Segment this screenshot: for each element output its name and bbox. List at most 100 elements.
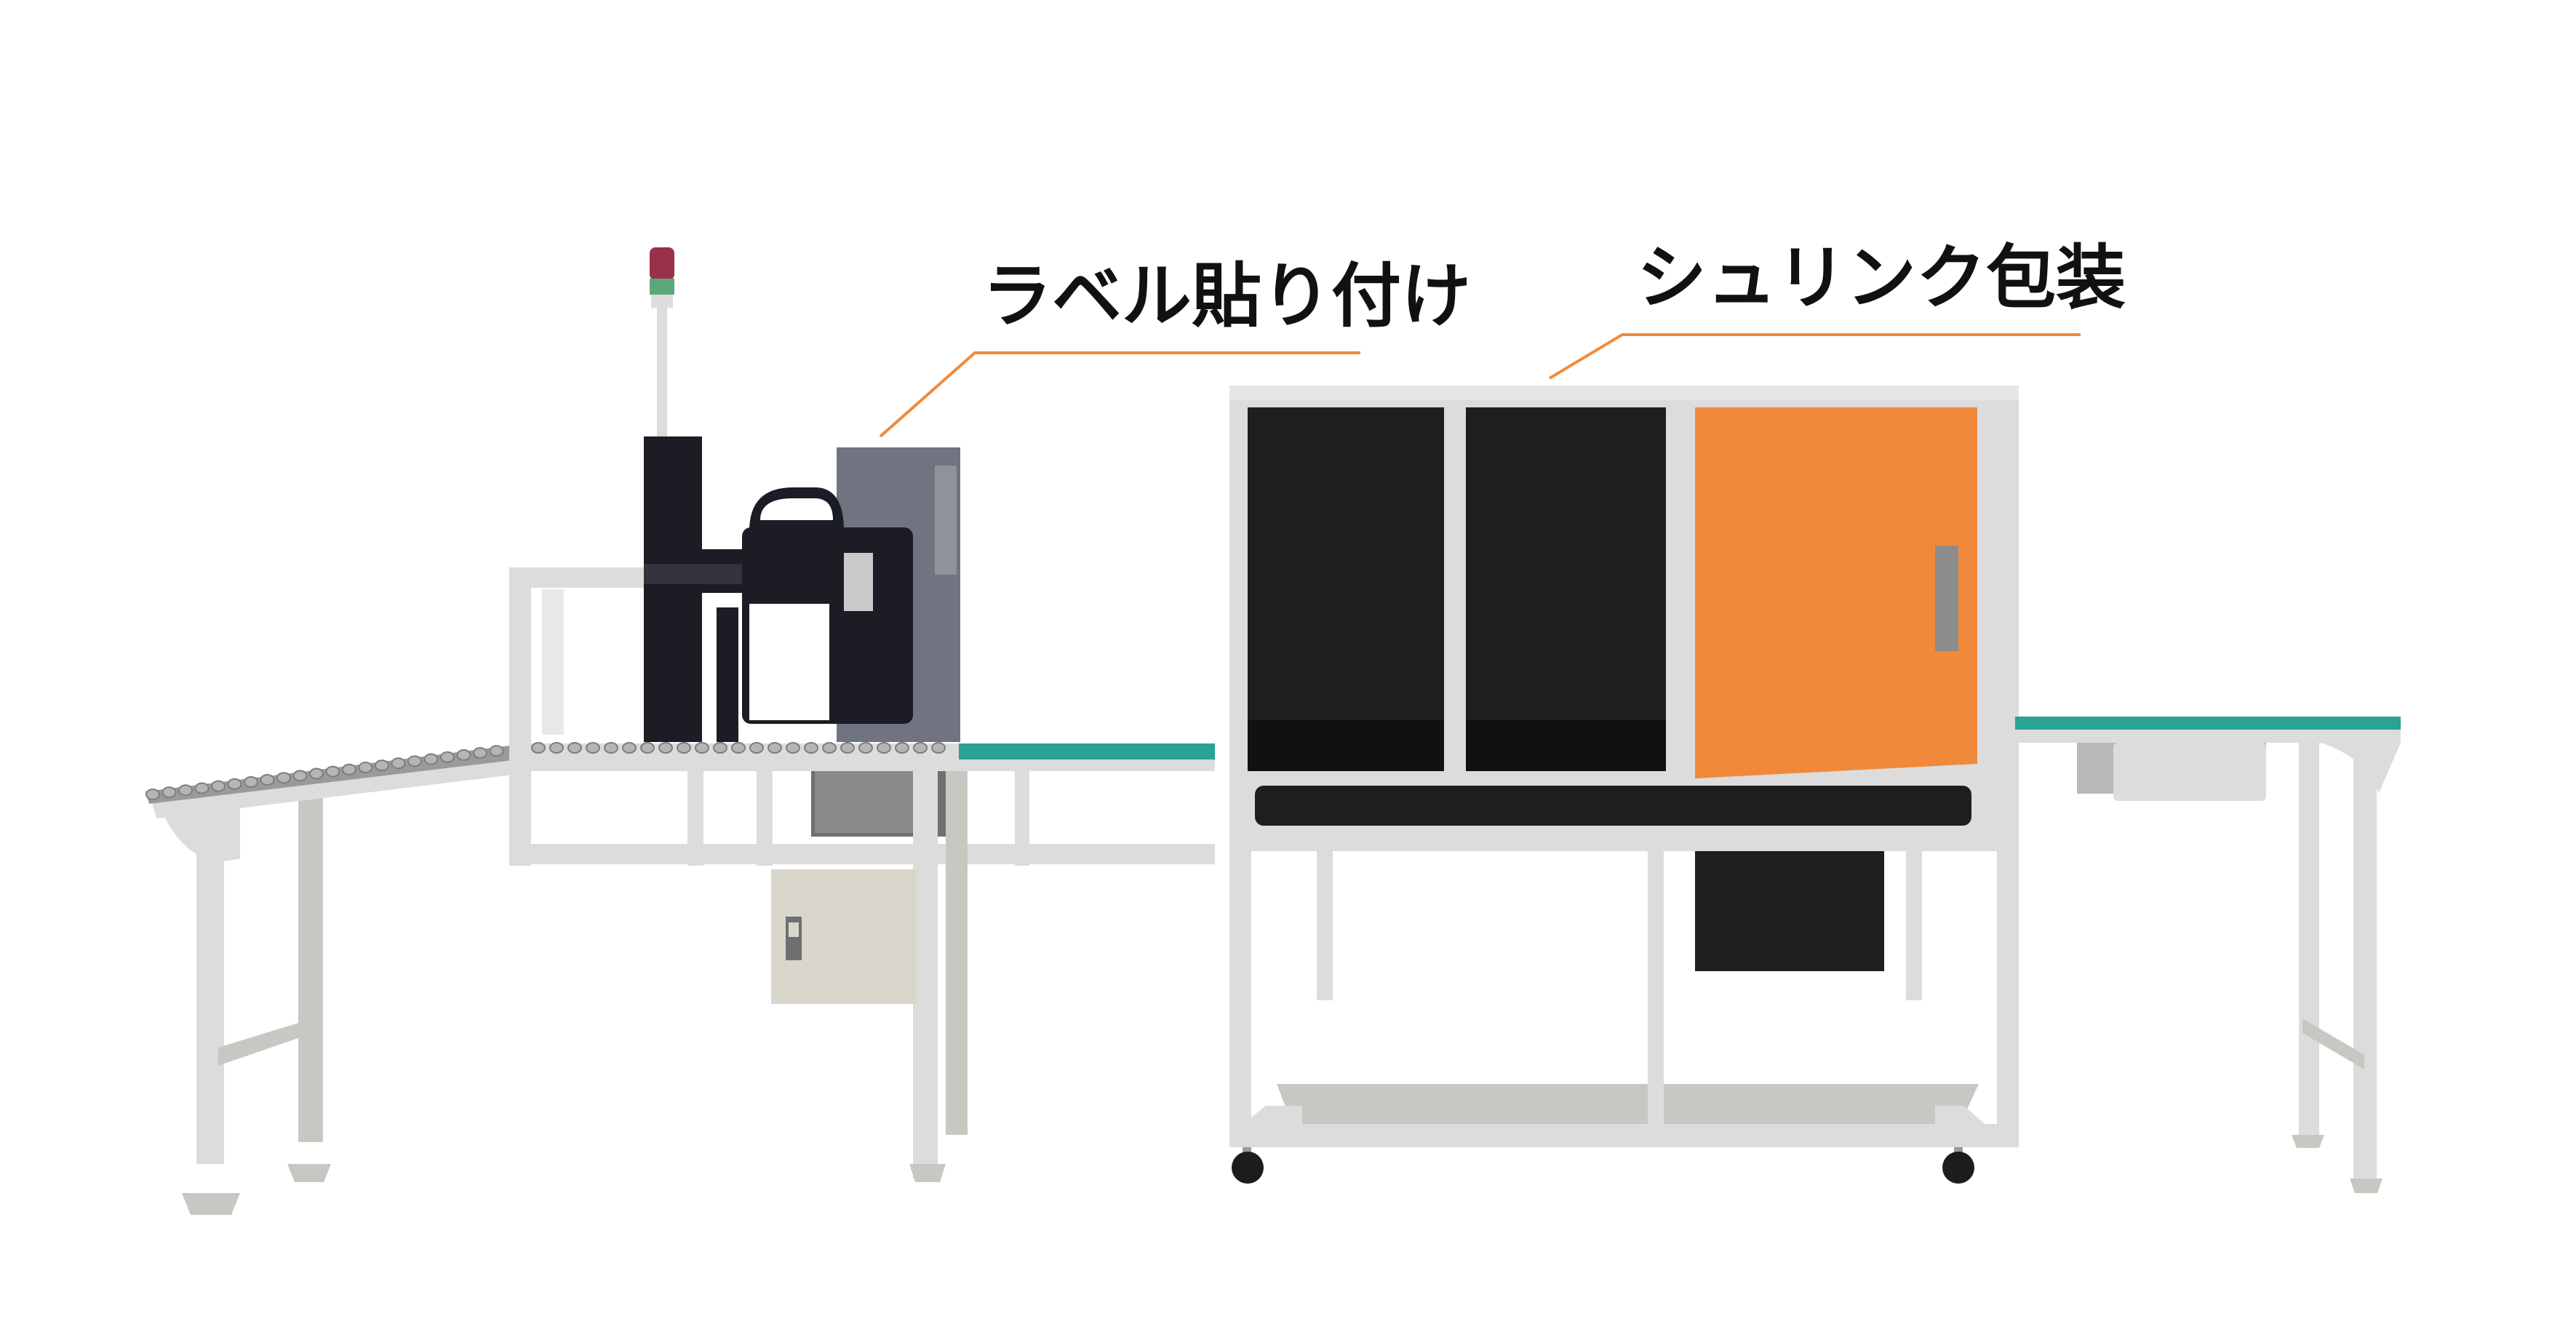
roller — [294, 770, 307, 781]
roller — [896, 743, 909, 753]
station-leg — [1015, 771, 1029, 866]
frame-bottom-rail — [509, 844, 1215, 864]
label-applicator-station — [509, 247, 1215, 1182]
machine-inner-leg — [1906, 848, 1922, 1000]
roller — [786, 743, 799, 753]
table-rollers — [532, 743, 945, 753]
label-applicator-title: ラベル貼り付け — [982, 255, 1471, 337]
station-leg — [687, 771, 703, 866]
machine-center-leg — [1648, 848, 1664, 1138]
roller — [458, 750, 471, 760]
roller — [841, 743, 854, 753]
roller — [914, 743, 927, 753]
roller — [568, 743, 581, 753]
outfeed-foot — [2350, 1179, 2382, 1193]
roller — [441, 752, 454, 762]
outfeed-belt — [2015, 717, 2401, 730]
access-door[interactable] — [1695, 407, 1977, 778]
applicator-cutout — [749, 604, 829, 720]
conveyor-leg — [298, 786, 323, 1142]
roller — [695, 743, 709, 753]
roller — [859, 743, 872, 753]
window-panel-middle-shade — [1466, 720, 1666, 771]
machine-base-rail — [1229, 1124, 2019, 1147]
roller — [768, 743, 781, 753]
caster-wheel-right — [1942, 1152, 1974, 1184]
caster-wheel-left — [1232, 1152, 1264, 1184]
machine-leg — [1997, 840, 2019, 1135]
roller — [823, 743, 836, 753]
beacon-pole — [657, 306, 667, 444]
machine-leg — [1229, 840, 1251, 1135]
roller — [623, 743, 636, 753]
door-handle[interactable] — [1935, 546, 1958, 651]
roller — [212, 781, 225, 791]
control-box-switch-slot — [789, 922, 799, 937]
roller — [163, 787, 176, 797]
beacon-red-light — [650, 247, 674, 280]
cabinet-top-rail — [1229, 386, 2019, 400]
belt-conveyor — [959, 743, 1215, 759]
roller — [277, 773, 290, 783]
window-panel-left — [1248, 407, 1444, 771]
roller — [228, 779, 242, 789]
outfeed-tray-front — [2113, 743, 2266, 801]
roller — [261, 775, 274, 785]
window-panel-middle — [1466, 407, 1666, 771]
roller — [714, 743, 727, 753]
outfeed-foot — [2292, 1135, 2324, 1148]
outfeed-leg — [2299, 743, 2319, 1136]
roller — [605, 743, 618, 753]
shrink-wrap-machine — [1229, 386, 2019, 1184]
roller — [146, 789, 159, 799]
roller — [641, 743, 654, 753]
station-leg — [757, 771, 773, 866]
column-inner — [717, 607, 738, 742]
applicator-tray-inner — [815, 767, 924, 833]
frame-post — [509, 567, 531, 866]
cabinet-bottom-rail — [1229, 829, 2019, 850]
shrink-tunnel-belt — [1255, 786, 1971, 826]
outfeed-leg — [2353, 743, 2377, 1179]
conveyor-foot — [287, 1164, 331, 1182]
roller — [932, 743, 945, 753]
frame-post — [542, 589, 564, 735]
outfeed-frame — [2015, 730, 2401, 743]
roller — [310, 769, 323, 779]
roller — [550, 743, 563, 753]
roller — [474, 748, 487, 758]
beacon-base — [651, 295, 673, 308]
belt-conveyor-frame — [959, 759, 1215, 771]
roller — [425, 754, 438, 765]
roller — [805, 743, 818, 753]
roller — [732, 743, 745, 753]
callout-line-shrink-wrap — [1550, 335, 2081, 378]
roller — [196, 783, 209, 793]
inclined-roller-conveyor — [145, 746, 513, 1215]
outfeed-conveyor — [2015, 717, 2401, 1193]
roller — [877, 743, 890, 753]
roller — [750, 743, 763, 753]
roller — [677, 743, 690, 753]
station-leg — [913, 771, 938, 1179]
roller — [392, 758, 405, 768]
machine-inner-leg — [1317, 848, 1333, 1000]
roller — [244, 777, 258, 787]
applicator-side-panel — [935, 466, 957, 575]
roller — [343, 765, 356, 775]
applicator-window — [844, 553, 873, 611]
film-bin — [1695, 848, 1884, 971]
station-foot — [909, 1164, 946, 1182]
roller — [586, 743, 599, 753]
roller — [490, 746, 503, 756]
beacon-green-light — [650, 279, 674, 295]
roller — [659, 743, 672, 753]
station-foot — [946, 1077, 960, 1098]
roller — [359, 762, 372, 773]
roller — [408, 756, 421, 766]
roller — [327, 767, 340, 777]
shrink-wrap-title: シュリンク包装 — [1637, 237, 2126, 319]
window-panel-left-shade — [1248, 720, 1444, 771]
conveyor-foot — [182, 1193, 240, 1215]
